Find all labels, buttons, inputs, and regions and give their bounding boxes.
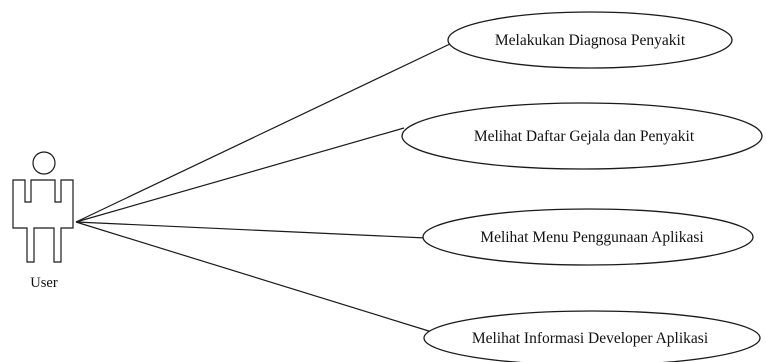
actor-body (12, 179, 74, 263)
association-line-diagnosa (75, 42, 453, 223)
actor-user: User (12, 151, 74, 291)
use-case-label: Melihat Menu Penggunaan Aplikasi (480, 229, 704, 246)
associations (75, 42, 453, 333)
use-case-diagnosa: Melakukan Diagnosa Penyakit (447, 11, 733, 69)
use-case-ellipse (447, 11, 733, 69)
association-line-informasi-developer (75, 221, 433, 333)
use-case-label: Melihat Informasi Developer Aplikasi (472, 330, 709, 347)
use-case-informasi-developer: Melihat Informasi Developer Aplikasi (423, 310, 761, 362)
use-case-ellipse (401, 102, 763, 170)
association-line-menu-penggunaan (75, 221, 427, 239)
use-case-ellipse (422, 208, 754, 266)
use-case-menu-penggunaan: Melihat Menu Penggunaan Aplikasi (422, 208, 754, 266)
use-case-label: Melihat Daftar Gejala dan Penyakit (474, 128, 695, 145)
use-case-daftar-gejala: Melihat Daftar Gejala dan Penyakit (401, 102, 763, 170)
association-line-daftar-gejala (75, 127, 405, 223)
use-case-label: Melakukan Diagnosa Penyakit (495, 32, 686, 49)
use-case-ellipse (423, 310, 761, 362)
actor-head (32, 151, 56, 175)
actor-label: User (30, 275, 58, 291)
